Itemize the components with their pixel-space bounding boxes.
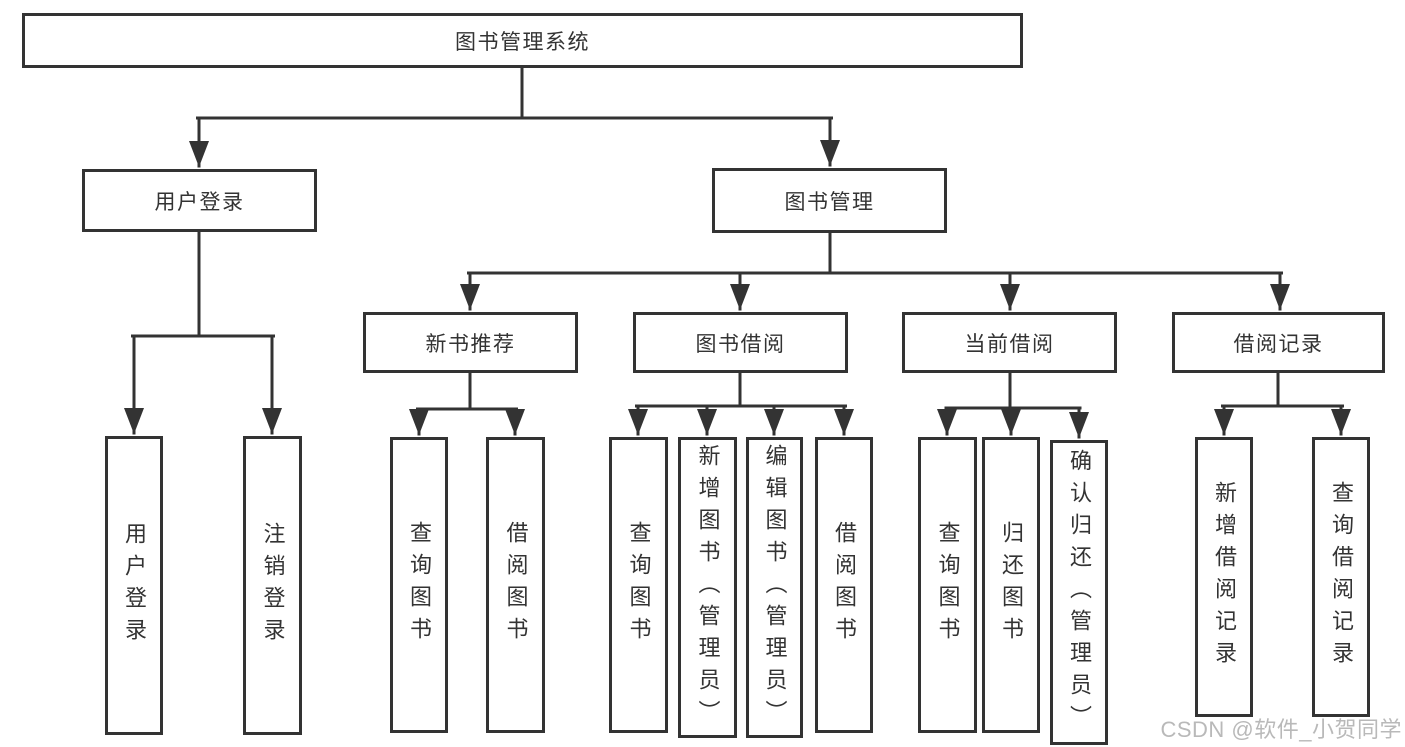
node-user-login-branch: 用户登录 <box>82 169 317 232</box>
leaf-add-borrow-record-label: 新增借阅记录 <box>1212 481 1237 673</box>
leaf-add-book-admin: 新增图书（管理员） <box>678 437 737 738</box>
leaf-return-book-label: 归还图书 <box>999 521 1024 649</box>
leaf-query-borrow-record-label: 查询借阅记录 <box>1329 481 1354 673</box>
leaf-query-books-borrowing: 查询图书 <box>609 437 668 733</box>
leaf-query-books-recommend: 查询图书 <box>390 437 448 733</box>
node-book-management: 图书管理 <box>712 168 947 233</box>
leaf-user-login: 用户登录 <box>105 436 163 735</box>
leaf-query-books-current-label: 查询图书 <box>935 521 961 649</box>
leaf-edit-book-admin: 编辑图书（管理员） <box>746 437 803 738</box>
node-borrowing-records-label: 借阅记录 <box>1233 332 1324 356</box>
node-book-borrowing: 图书借阅 <box>633 312 848 373</box>
leaf-borrow-books-recommend: 借阅图书 <box>486 437 545 733</box>
node-book-borrowing-label: 图书借阅 <box>695 332 786 356</box>
leaf-borrow-books-borrowing: 借阅图书 <box>815 437 873 733</box>
node-current-borrowing: 当前借阅 <box>902 312 1117 373</box>
leaf-return-book: 归还图书 <box>982 437 1040 733</box>
leaf-borrow-books-borrowing-label: 借阅图书 <box>832 521 857 649</box>
node-user-login-branch-label: 用户登录 <box>154 190 245 214</box>
node-new-book-recommend: 新书推荐 <box>363 312 578 373</box>
leaf-borrow-books-recommend-label: 借阅图书 <box>503 521 529 649</box>
node-root: 图书管理系统 <box>22 13 1023 68</box>
node-new-book-recommend-label: 新书推荐 <box>425 332 516 356</box>
leaf-edit-book-admin-label: 编辑图书（管理员） <box>762 443 788 732</box>
leaf-query-books-borrowing-label: 查询图书 <box>626 521 652 649</box>
leaf-confirm-return-admin: 确认归还（管理员） <box>1050 440 1108 745</box>
node-book-management-label: 图书管理 <box>784 190 875 214</box>
node-root-label: 图书管理系统 <box>455 30 590 54</box>
watermark: CSDN @软件_小贺同学 <box>1160 717 1402 742</box>
leaf-query-books-recommend-label: 查询图书 <box>407 521 432 649</box>
leaf-query-books-current: 查询图书 <box>918 437 977 733</box>
node-current-borrowing-label: 当前借阅 <box>964 332 1055 356</box>
leaf-confirm-return-admin-label: 确认归还（管理员） <box>1067 448 1092 737</box>
leaf-logout-label: 注销登录 <box>260 521 286 650</box>
leaf-add-borrow-record: 新增借阅记录 <box>1195 437 1253 717</box>
node-borrowing-records: 借阅记录 <box>1172 312 1385 373</box>
leaf-logout: 注销登录 <box>243 436 302 735</box>
leaf-add-book-admin-label: 新增图书（管理员） <box>695 443 721 732</box>
leaf-user-login-label: 用户登录 <box>122 521 147 650</box>
leaf-query-borrow-record: 查询借阅记录 <box>1312 437 1370 717</box>
